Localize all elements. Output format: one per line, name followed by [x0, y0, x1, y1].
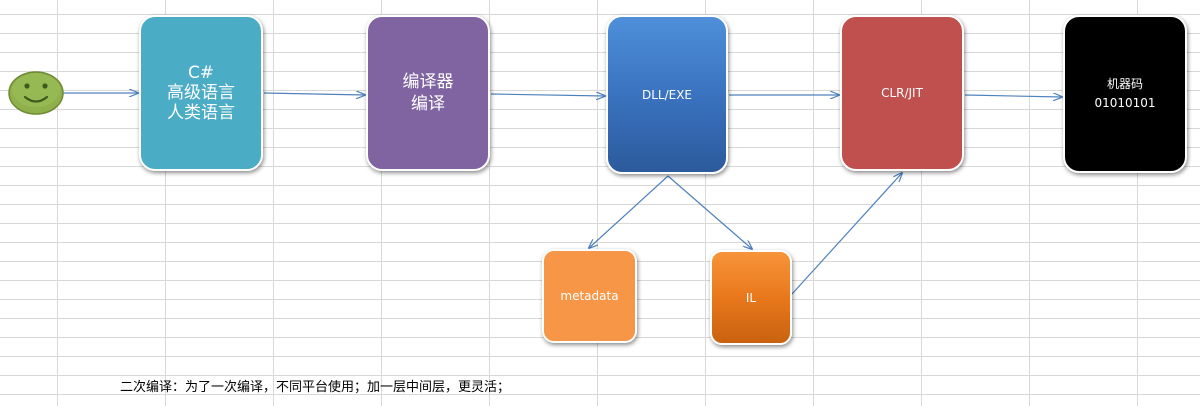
node-il-label: IL [745, 290, 757, 305]
node-machine-code-line-2: 01010101 [1094, 96, 1156, 110]
node-metadata-label: metadata [560, 289, 619, 303]
node-metadata: metadata [542, 249, 637, 343]
node-clr-jit: CLR/JIT [840, 15, 964, 171]
node-machine-code-line-1: 机器码 [1106, 77, 1143, 91]
arrow-compiler-to-dll [490, 94, 605, 96]
smiley-face-icon [8, 71, 64, 115]
node-compiler: 编译器 编译 [366, 15, 490, 171]
node-compiler-line-1: 编译器 [402, 72, 454, 92]
arrow-dll-to-il [667, 175, 752, 249]
node-clr-jit-label: CLR/JIT [881, 86, 923, 100]
node-csharp-line-3: 人类语言 [167, 103, 235, 123]
node-csharp: C# 高级语言 人类语言 [139, 15, 263, 171]
caption-text: 二次编译：为了一次编译，不同平台使用；加一层中间层，更灵活； [120, 380, 511, 395]
arrow-dll-to-metadata [589, 175, 669, 248]
node-compiler-line-2: 编译 [411, 94, 445, 114]
node-machine-code: 机器码 01010101 [1063, 15, 1187, 173]
node-dll-exe-label: DLL/EXE [641, 87, 693, 102]
node-csharp-line-2: 高级语言 [167, 83, 235, 103]
arrow-il-to-clr [791, 173, 902, 295]
arrow-csharp-to-compiler [263, 93, 365, 95]
arrow-clr-to-machine [964, 95, 1062, 97]
node-dll-exe: DLL/EXE [606, 15, 728, 174]
node-csharp-line-1: C# [187, 63, 215, 83]
node-il: IL [710, 250, 792, 345]
